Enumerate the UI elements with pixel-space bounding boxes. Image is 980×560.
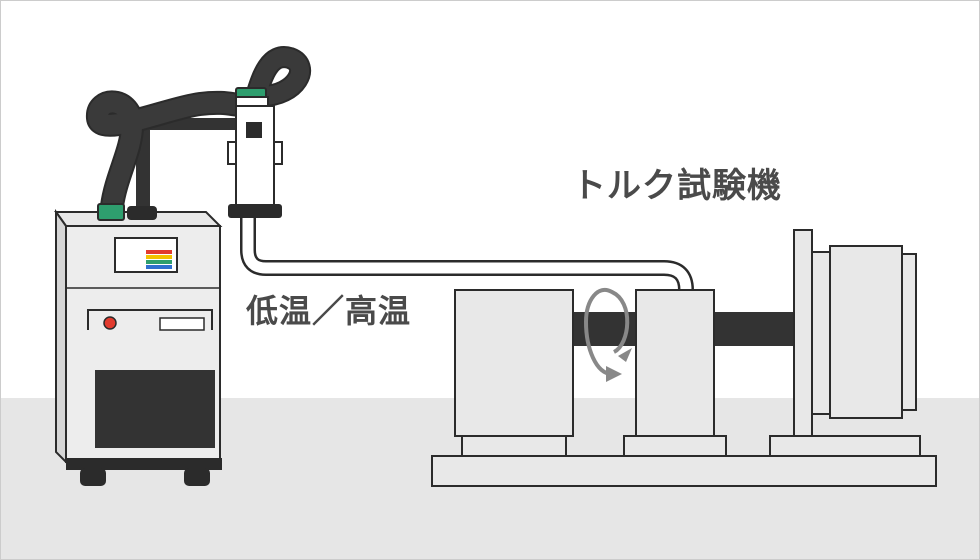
cold-air-hose bbox=[88, 92, 260, 216]
temperature-control-unit bbox=[54, 108, 246, 486]
motor-end-cap bbox=[901, 253, 917, 411]
torque-tester-label: トルク試験機 bbox=[572, 166, 782, 206]
power-indicator-light bbox=[103, 316, 117, 330]
hose-loop bbox=[247, 48, 310, 105]
panel-bar-green bbox=[146, 260, 172, 264]
wheel-left bbox=[80, 468, 106, 486]
panel-bar-red bbox=[146, 250, 172, 254]
nozzle-body bbox=[235, 105, 275, 207]
insulated-hose bbox=[242, 218, 692, 291]
nozzle-flange bbox=[228, 204, 282, 218]
unit-base bbox=[66, 458, 222, 470]
wheel-right bbox=[184, 468, 210, 486]
nozzle-window bbox=[246, 122, 262, 138]
motor-block-left bbox=[454, 289, 574, 437]
torque-tester bbox=[431, 229, 937, 487]
vent-grille bbox=[95, 370, 215, 448]
label-plate bbox=[159, 317, 205, 331]
nozzle-handle-right bbox=[273, 141, 283, 165]
hose-connector-green bbox=[97, 203, 125, 221]
control-strip bbox=[87, 309, 213, 330]
thermal-nozzle bbox=[227, 87, 283, 218]
motor-housing bbox=[829, 245, 903, 419]
test-chamber bbox=[635, 289, 715, 437]
foot-center bbox=[623, 435, 727, 457]
pole-base bbox=[127, 206, 157, 220]
panel-bar-blue bbox=[146, 265, 172, 269]
base-plate bbox=[431, 455, 937, 487]
panel-bar-yellow bbox=[146, 255, 172, 259]
foot-right bbox=[769, 435, 921, 457]
nozzle-handle-left bbox=[227, 141, 237, 165]
foot-left bbox=[461, 435, 567, 457]
unit-side bbox=[55, 208, 67, 465]
motor-mount-plate bbox=[793, 229, 813, 437]
rotation-arrow-icon bbox=[583, 288, 632, 382]
low-high-temperature-label: 低温／高温 bbox=[246, 292, 412, 330]
